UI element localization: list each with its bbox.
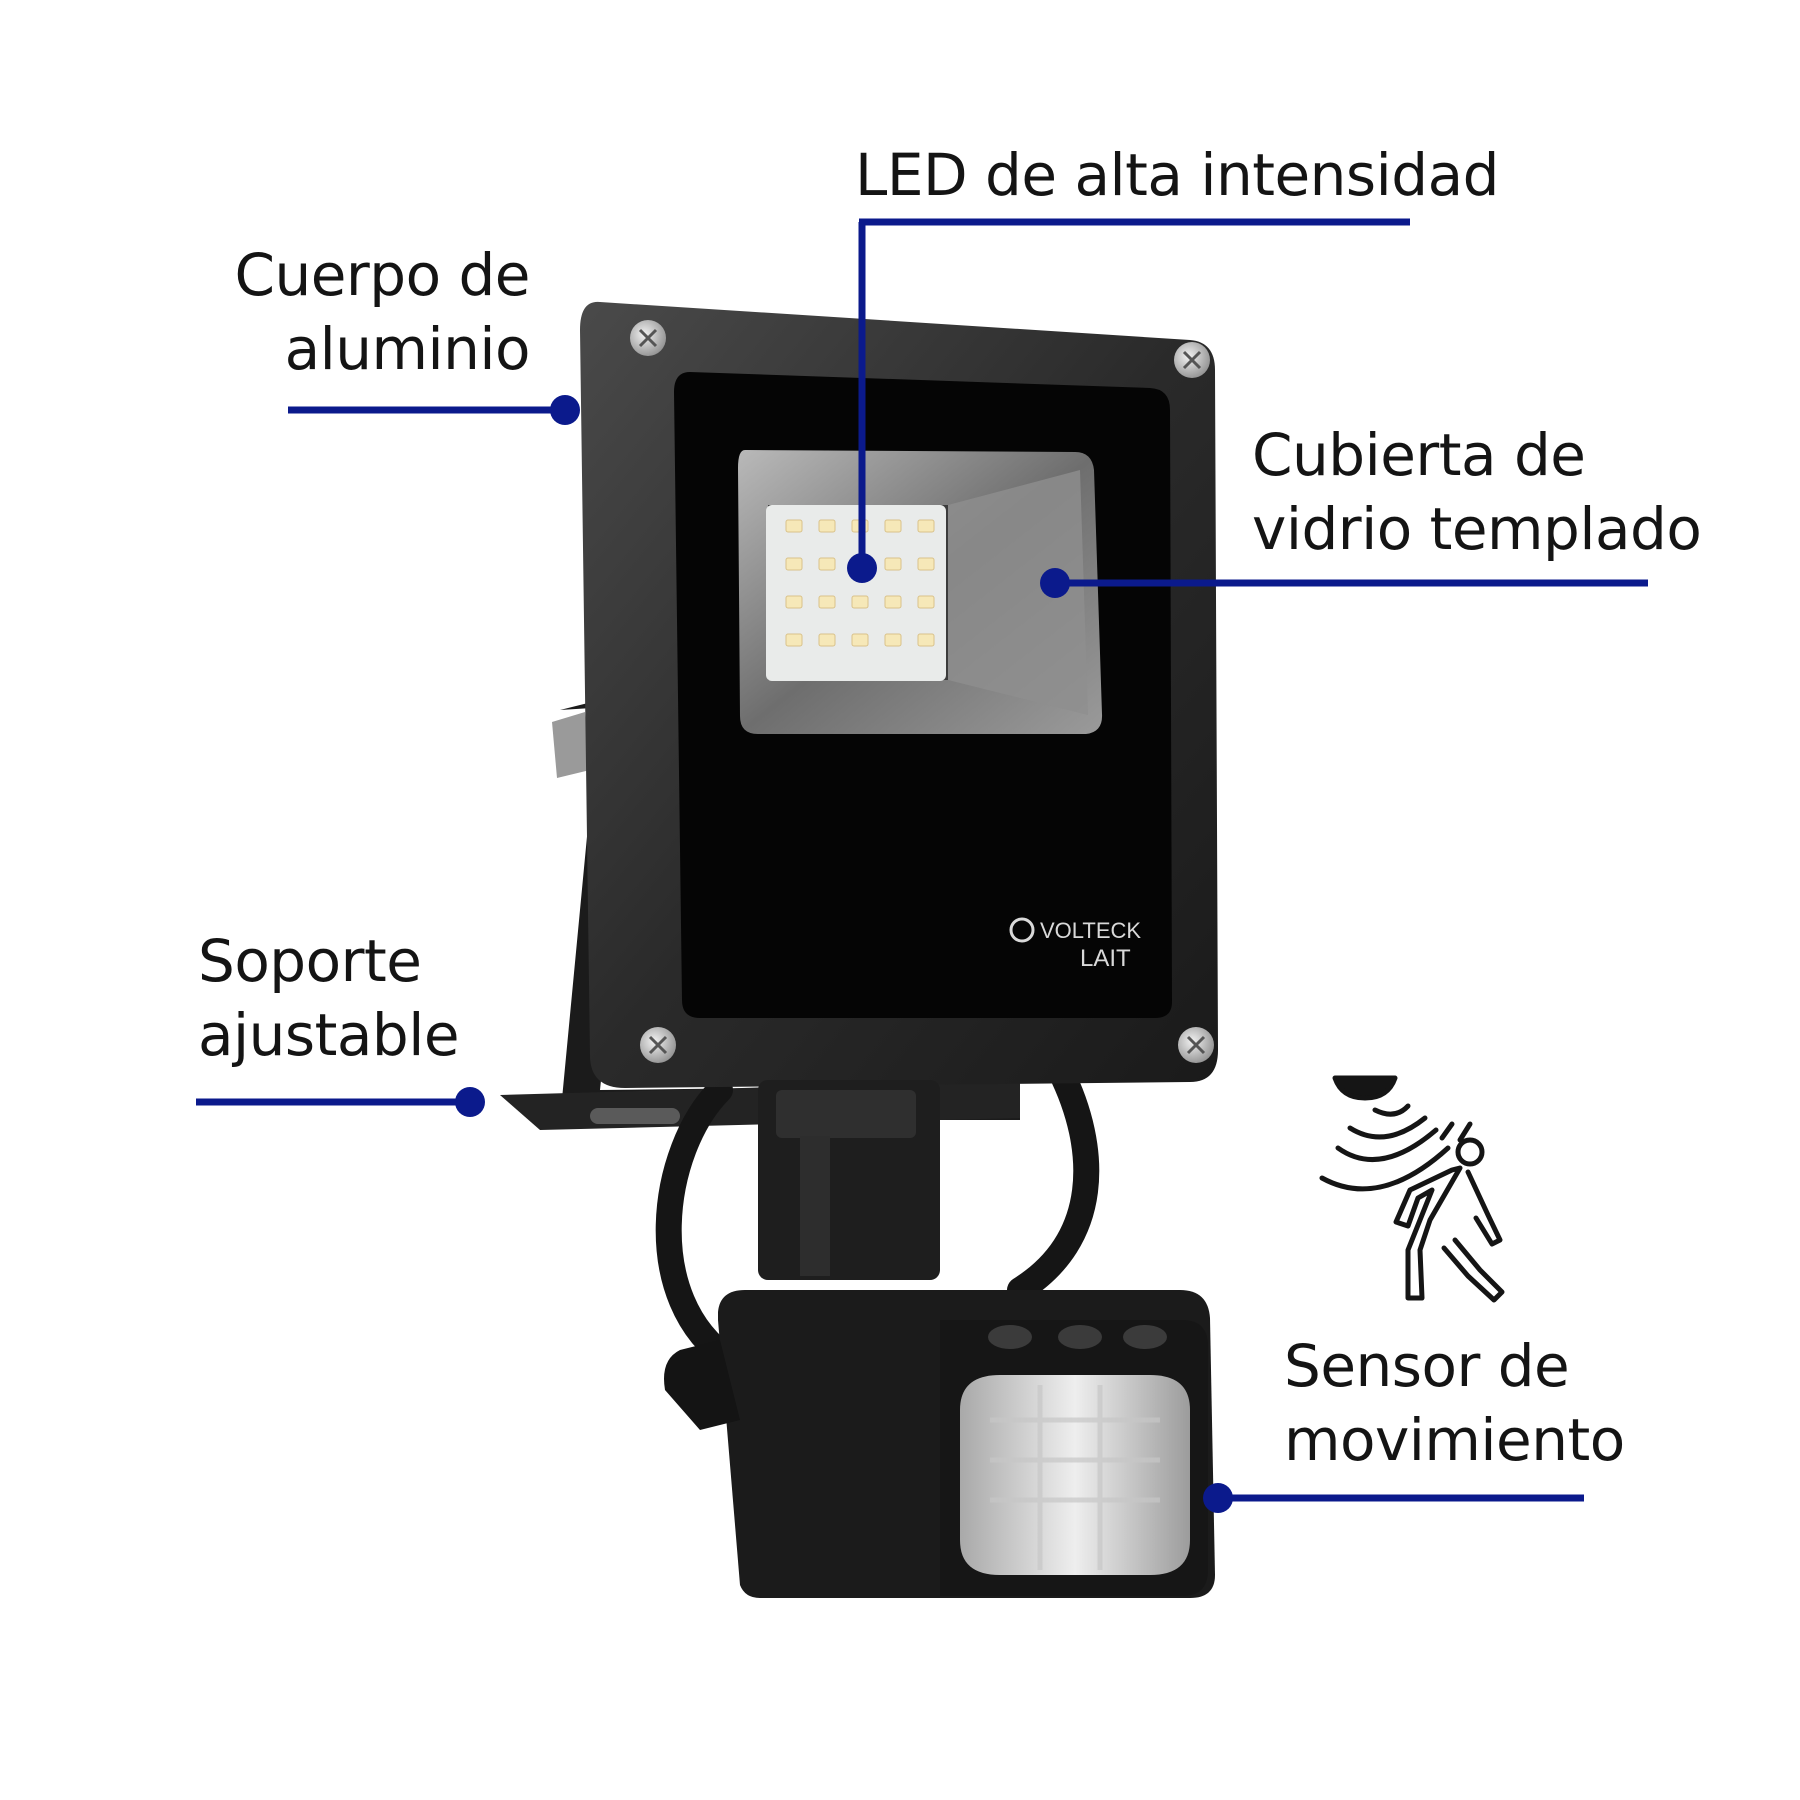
callout-sensor-line1: Sensor de	[1284, 1332, 1570, 1400]
led-emitter	[851, 633, 869, 647]
led-emitter	[884, 557, 902, 571]
callout-glass-dot	[1040, 568, 1070, 598]
sensor-neck	[758, 1080, 940, 1280]
model-name: LAIT	[1080, 945, 1131, 972]
callout-lines	[196, 218, 1648, 1513]
callout-led-dot	[847, 553, 877, 583]
led-emitter	[818, 633, 836, 647]
led-emitter	[818, 519, 836, 533]
led-emitter	[785, 519, 803, 533]
callout-body-line2: aluminio	[284, 315, 531, 383]
callout-glass-line2: vidrio templado	[1252, 495, 1702, 563]
led-emitter	[917, 595, 935, 609]
motion-sensor-unit	[664, 1290, 1215, 1598]
led-emitter	[818, 595, 836, 609]
callout-sensor-label: Sensor de movimiento	[1284, 1329, 1625, 1477]
led-emitter	[917, 633, 935, 647]
callout-body-dot	[550, 395, 580, 425]
led-emitter	[884, 519, 902, 533]
motion-sensor-person-icon	[1319, 1075, 1505, 1303]
callout-bracket-line2: ajustable	[198, 1001, 460, 1069]
brand-mark: VOLTECK LAIT	[1009, 917, 1141, 972]
led-emitter	[917, 519, 935, 533]
callout-body-label: Cuerpo de aluminio	[234, 238, 530, 386]
led-emitter	[785, 595, 803, 609]
led-emitter	[785, 633, 803, 647]
callout-body-line1: Cuerpo de	[234, 241, 530, 309]
callout-bracket-dot	[455, 1087, 485, 1117]
callout-glass-label: Cubierta de vidrio templado	[1252, 418, 1702, 566]
brand-name: VOLTECK	[1040, 918, 1141, 943]
led-emitter	[851, 595, 869, 609]
led-emitter	[785, 557, 803, 571]
callout-bracket-label: Soporte ajustable	[198, 924, 460, 1072]
callout-led-text: LED de alta intensidad	[855, 141, 1499, 209]
led-emitter	[884, 595, 902, 609]
callout-led-label: LED de alta intensidad	[855, 138, 1499, 212]
led-emitter	[917, 557, 935, 571]
callout-bracket-line1: Soporte	[198, 927, 422, 995]
power-cable	[655, 1057, 1100, 1373]
callout-glass-line1: Cubierta de	[1252, 421, 1586, 489]
brand-logo-icon	[1009, 917, 1035, 943]
callout-sensor-line2: movimiento	[1284, 1406, 1625, 1474]
callout-sensor-dot	[1203, 1483, 1233, 1513]
led-emitter	[818, 557, 836, 571]
led-emitter	[884, 633, 902, 647]
